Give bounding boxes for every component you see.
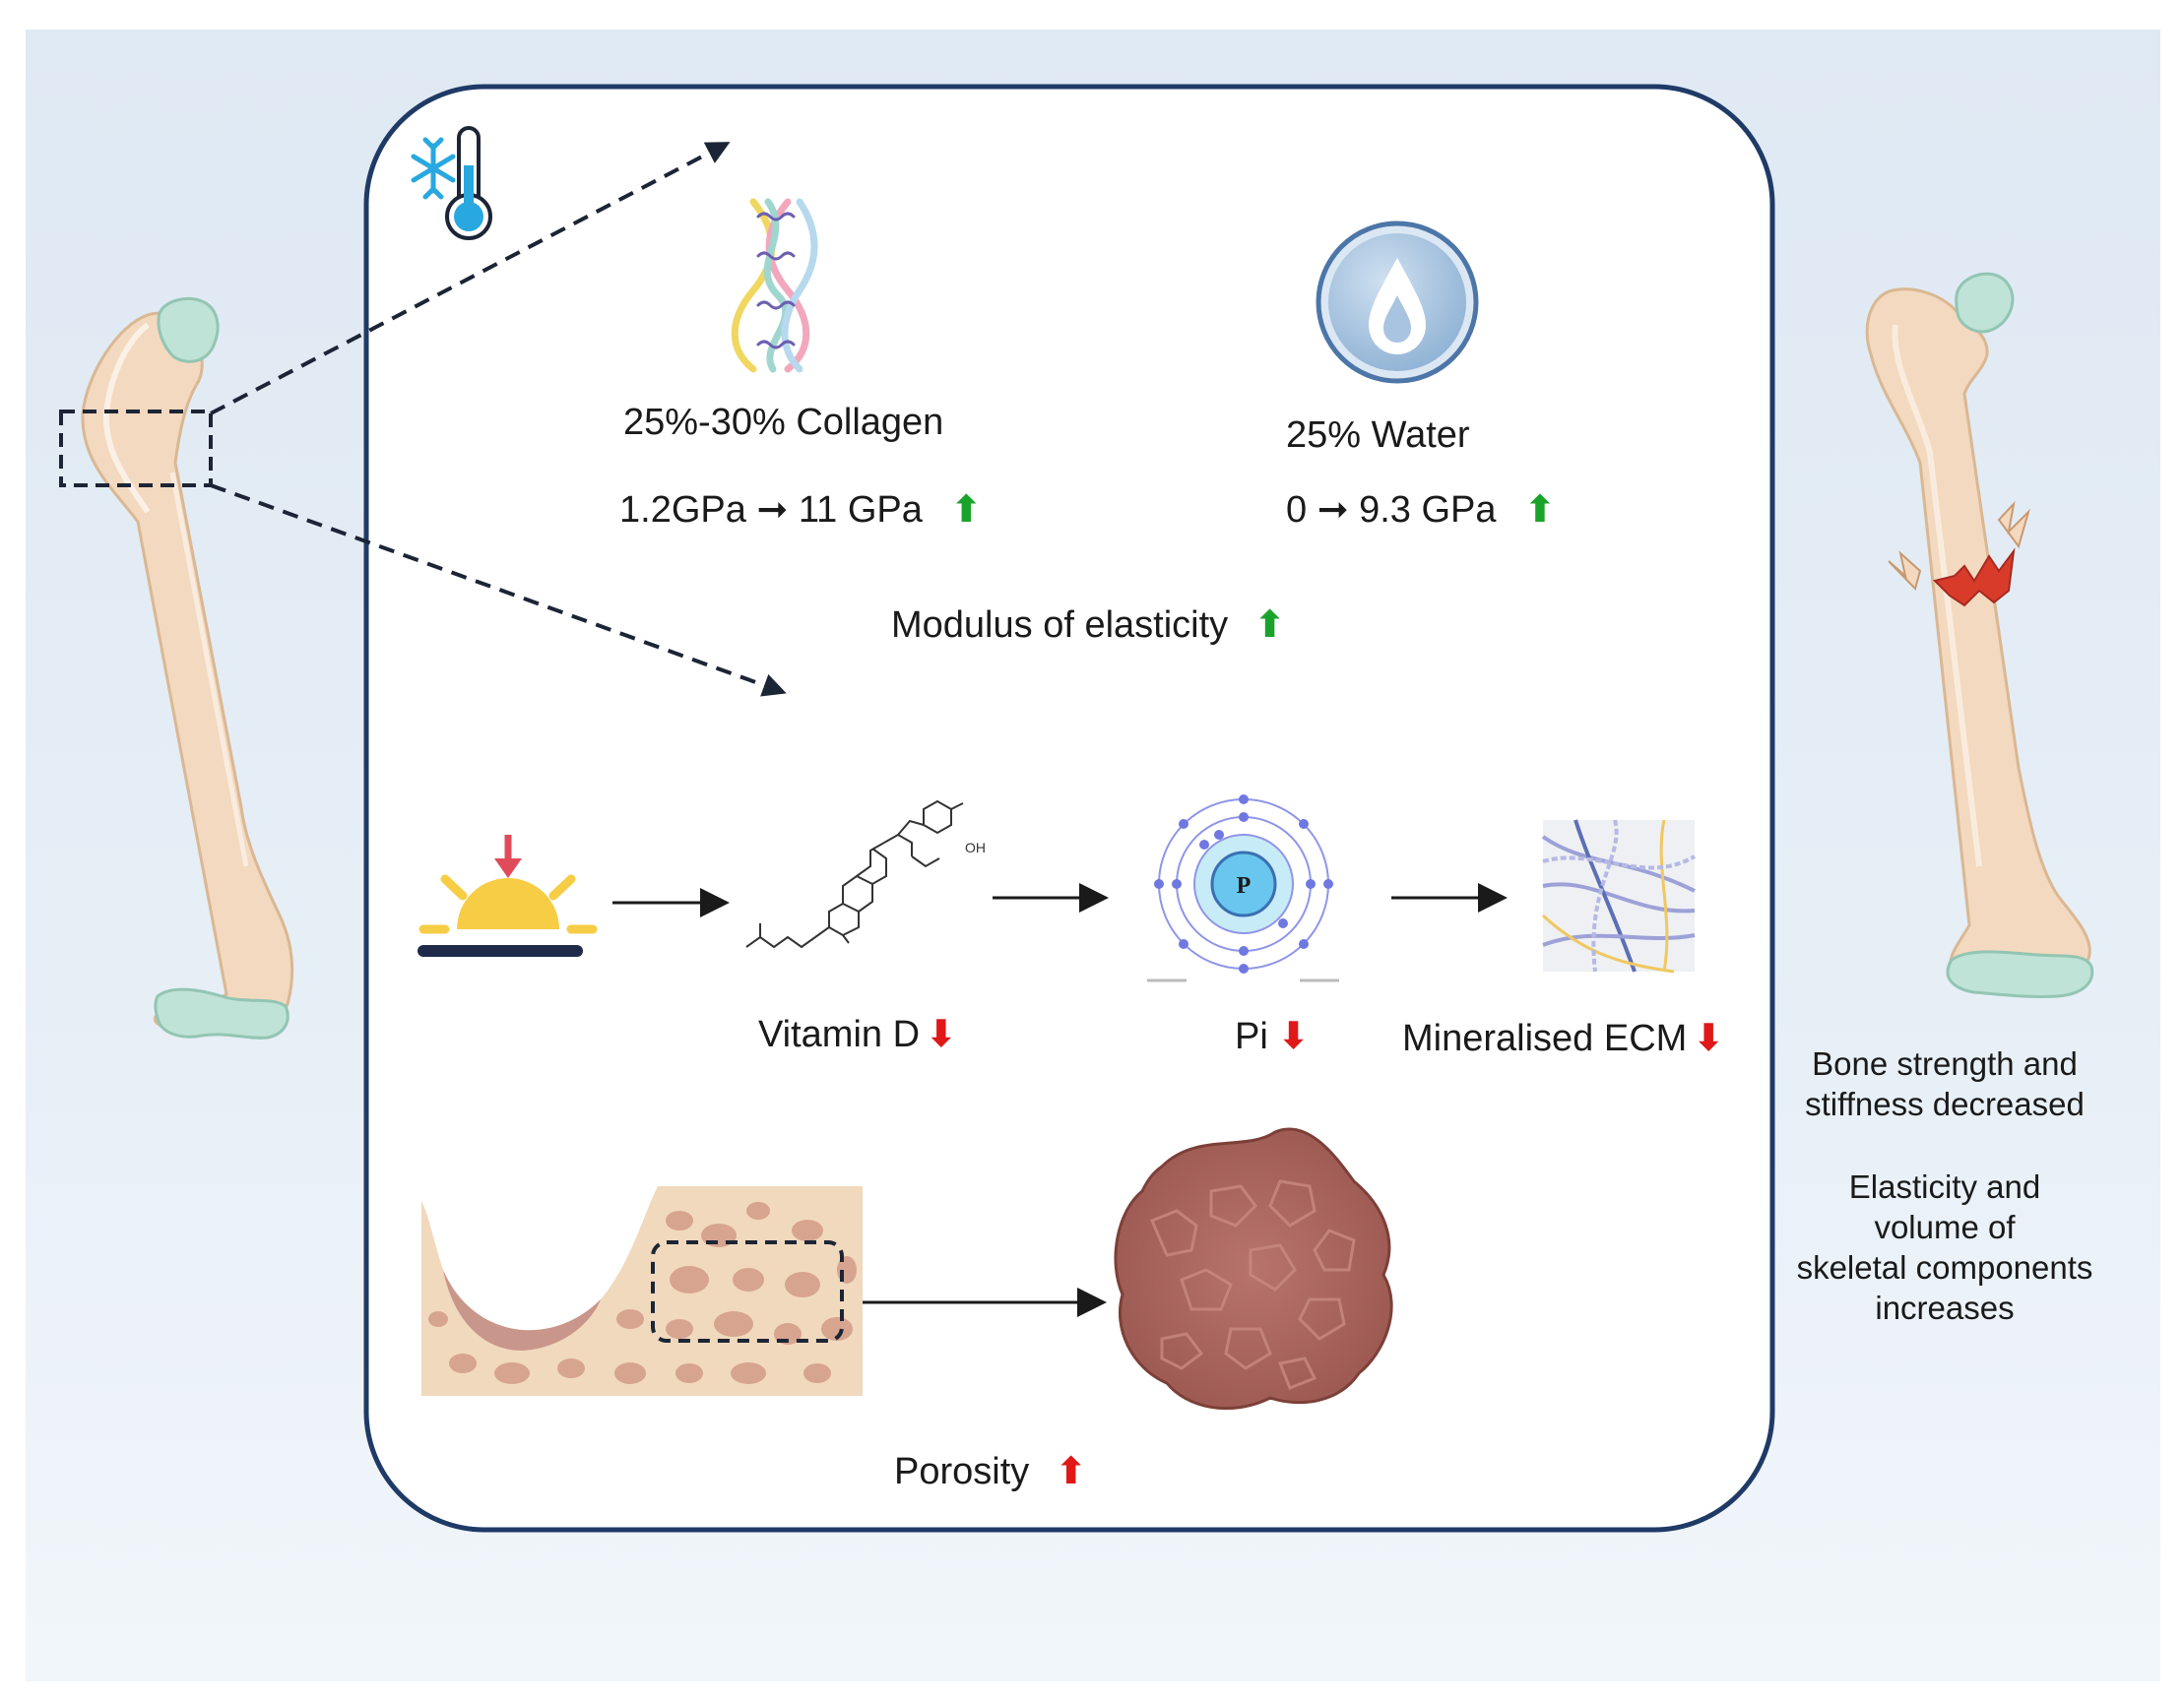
vitamin-d-molecule-icon <box>745 799 964 949</box>
side-note-line: skeletal components <box>1796 1249 2093 1286</box>
trabecular-bone-icon <box>421 1186 863 1396</box>
water-modulus-from: 0 <box>1286 489 1308 531</box>
increase-arrow-icon: ⬆ <box>1524 489 1556 531</box>
ecm-label-row: Mineralised ECM⬇ <box>1402 1020 1724 1057</box>
right-arrow-icon: ➞ <box>756 489 789 531</box>
water-drop-icon <box>1316 221 1479 384</box>
zoom-region-box <box>59 410 213 487</box>
water-label: 25% Water <box>1286 414 1470 456</box>
water-modulus-change: 0 ➞ 9.3 GPa ⬆ <box>1286 491 1556 529</box>
vitamin-d-label: Vitamin D <box>758 1014 921 1055</box>
decrease-arrow-icon: ⬇ <box>1693 1018 1725 1059</box>
water-modulus-to: 9.3 GPa <box>1359 489 1497 531</box>
side-note-line: increases <box>1875 1290 2015 1326</box>
collagen-label: 25%-30% Collagen <box>623 402 944 443</box>
increase-arrow-icon: ⬆ <box>1253 604 1286 646</box>
phosphorus-atom-icon <box>1147 794 1339 982</box>
decrease-arrow-icon: ⬇ <box>926 1014 957 1055</box>
side-note-elasticity: Elasticity and volume of skeletal compon… <box>1777 1167 2112 1328</box>
pi-label: Pi <box>1235 1016 1268 1057</box>
modulus-label: Modulus of elasticity <box>891 604 1229 646</box>
side-note-line: volume of <box>1874 1209 2016 1245</box>
increase-arrow-icon: ⬆ <box>1055 1451 1087 1492</box>
side-note-line: stiffness decreased <box>1805 1086 2085 1122</box>
collagen-modulus-from: 1.2GPa <box>619 489 746 531</box>
increase-arrow-icon: ⬆ <box>950 489 983 531</box>
zoom-arrow-top <box>210 142 731 415</box>
collagen-modulus-to: 11 GPa <box>798 489 923 531</box>
central-panel <box>363 84 1775 1533</box>
fractured-femur-icon <box>1865 272 2094 999</box>
ecm-label: Mineralised ECM <box>1402 1018 1688 1059</box>
collagen-modulus-change: 1.2GPa ➞ 11 GPa ⬆ <box>619 491 982 529</box>
molecule-oh-label: OH <box>965 840 986 855</box>
side-note-line: Elasticity and <box>1848 1168 2041 1205</box>
side-note-strength: Bone strength and stiffness decreased <box>1777 1043 2112 1124</box>
collagen-helix-icon <box>731 198 818 373</box>
side-note-line: Bone strength and <box>1812 1045 2078 1082</box>
sunlight-icon <box>418 835 598 957</box>
decrease-arrow-icon: ⬇ <box>1277 1016 1310 1057</box>
porosity-label-row: Porosity ⬆ <box>894 1453 1087 1490</box>
porosity-label: Porosity <box>894 1451 1030 1492</box>
modulus-label-row: Modulus of elasticity ⬆ <box>891 606 1286 644</box>
vitamin-d-label-row: Vitamin D⬇ <box>758 1016 957 1053</box>
porosity-zoom-box <box>651 1240 844 1343</box>
right-arrow-icon: ➞ <box>1317 489 1349 531</box>
pi-label-row: Pi⬇ <box>1235 1018 1310 1055</box>
snowflake-thermometer-icon <box>411 126 492 240</box>
atom-symbol: P <box>1237 873 1252 899</box>
ecm-fiber-icon <box>1541 819 1697 974</box>
porous-tissue-icon <box>1114 1127 1393 1411</box>
